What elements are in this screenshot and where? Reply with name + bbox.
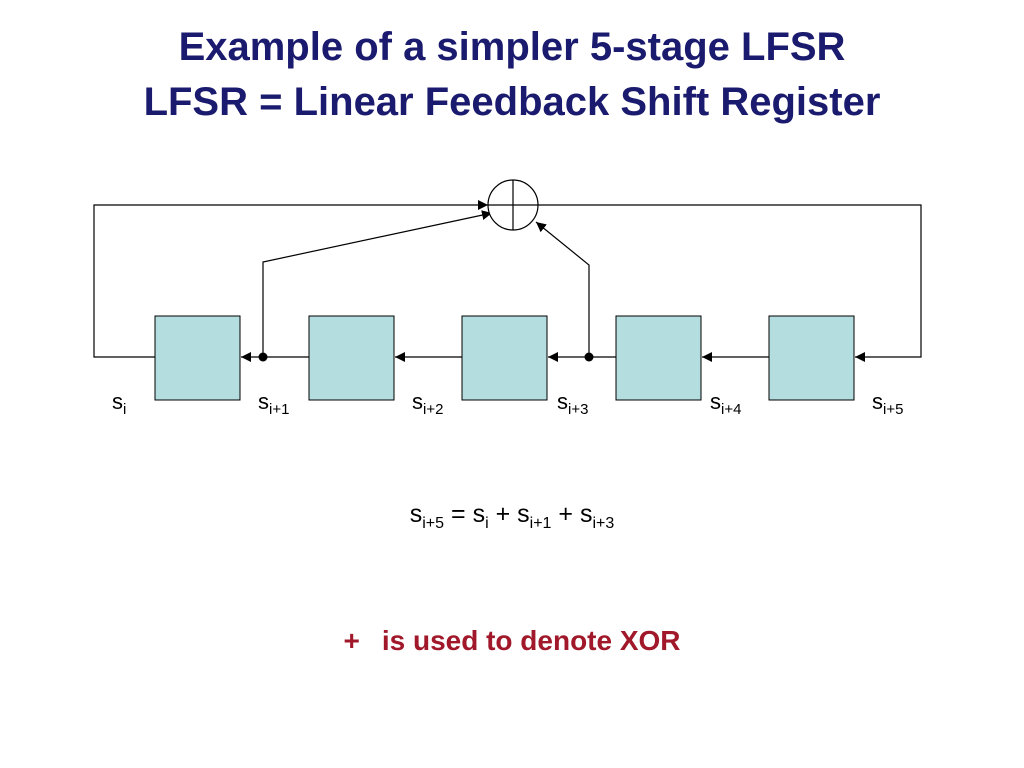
- label-s-i-plus-1: si+1: [258, 389, 289, 418]
- register-stage-3: [461, 315, 548, 401]
- eq-term1-base: s: [472, 500, 486, 528]
- label-s-i: si: [112, 389, 126, 418]
- feedback-line-s-i: [93, 200, 488, 358]
- label-s-i-plus-2: si+2: [412, 389, 443, 418]
- slide-title: Example of a simpler 5-stage LFSR: [178, 25, 846, 69]
- slide-subtitle: LFSR = Linear Feedback Shift Register: [143, 80, 881, 124]
- xor-icon: [487, 179, 539, 231]
- recurrence-equation: si+5 = si + si+1 + si+3: [0, 500, 1024, 533]
- eq-term3-base: s: [579, 500, 593, 528]
- register-stage-5: [768, 315, 855, 401]
- register-stage-2: [308, 315, 395, 401]
- eq-term2-sub: i+1: [529, 515, 552, 532]
- eq-lhs-sub: i+5: [422, 515, 445, 532]
- eq-term2-base: s: [517, 500, 530, 528]
- eq-term3-sub: i+3: [592, 515, 615, 532]
- xor-note: + is used to denote XOR: [0, 625, 1024, 657]
- eq-term1-sub: i: [485, 515, 489, 532]
- eq-lhs-base: s: [409, 500, 423, 528]
- xor-note-symbol: +: [343, 625, 360, 656]
- label-s-i-plus-4: si+4: [710, 389, 741, 418]
- register-stage-1: [154, 315, 241, 401]
- eq-equals: =: [451, 500, 466, 528]
- register-stage-4: [615, 315, 702, 401]
- xor-note-text: is used to denote XOR: [381, 625, 681, 656]
- label-s-i-plus-5: si+5: [872, 389, 903, 418]
- eq-plus-1: +: [495, 500, 511, 528]
- tap-line-s-i-plus-1: [262, 210, 493, 357]
- xor-output-line: [538, 204, 922, 362]
- label-s-i-plus-3: si+3: [557, 389, 588, 418]
- eq-plus-2: +: [558, 500, 573, 528]
- tap-line-s-i-plus-3: [535, 221, 590, 357]
